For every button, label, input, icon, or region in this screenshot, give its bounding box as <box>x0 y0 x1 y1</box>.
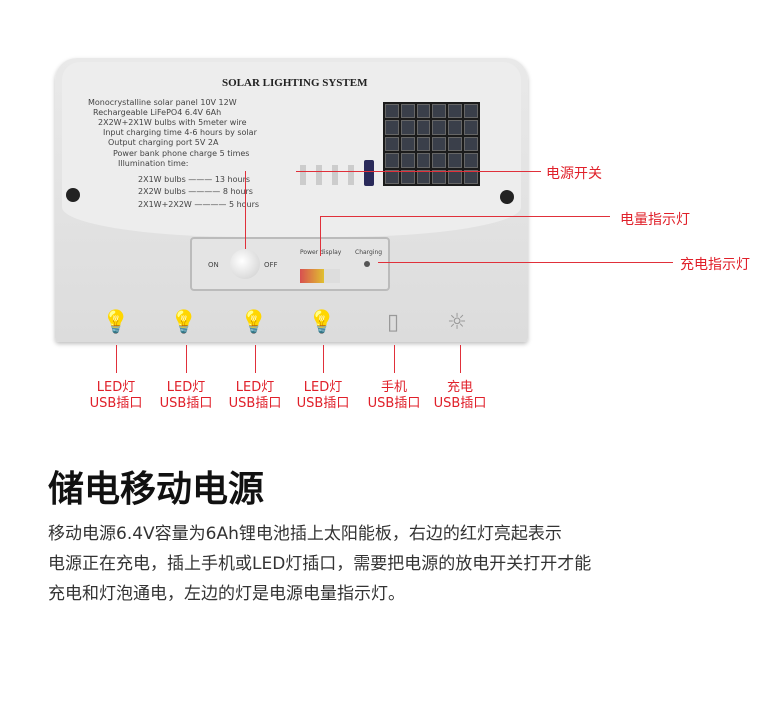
illum-time: 5 hours <box>228 200 260 209</box>
bulb-icon: 💡 <box>308 310 336 335</box>
spec-line: 2X2W+2X1W bulbs with 5meter wire <box>98 118 247 127</box>
solar-cell <box>400 136 415 152</box>
bulb-icon: 💡 <box>240 310 268 335</box>
section-heading: 储电移动电源 <box>48 469 265 510</box>
spec-line: Illumination time: <box>118 159 189 168</box>
battery-level-indicator <box>300 269 340 283</box>
solar-cell <box>432 169 447 184</box>
solar-cell <box>385 136 399 152</box>
illum-mode: 2X1W+2X2W <box>138 200 192 209</box>
charging-label: Charging <box>355 249 383 256</box>
bulb-icon: 💡 <box>102 310 130 335</box>
solar-cell <box>416 136 431 152</box>
device-title: SOLAR LIGHTING SYSTEM <box>222 77 368 89</box>
spec-line: Output charging port 5V 2A <box>108 138 219 147</box>
solar-cell <box>385 104 399 119</box>
solar-cell <box>416 120 431 135</box>
switch-off-label: OFF <box>264 261 278 269</box>
solar-cell <box>416 153 431 168</box>
spec-line: Monocrystalline solar panel 10V 12W <box>88 98 237 107</box>
solar-cell <box>464 153 478 168</box>
illum-time: 8 hours <box>222 187 253 196</box>
solar-cell <box>416 169 431 184</box>
solar-cell <box>400 153 415 168</box>
solar-cell <box>448 120 463 135</box>
callout-power-indicator: 电量指示灯 <box>620 212 690 228</box>
callout-charging-indicator: 充电指示灯 <box>680 257 750 273</box>
solar-cell <box>432 136 447 152</box>
solar-cell <box>400 169 415 184</box>
control-panel: ON OFF Power display Charging <box>190 237 390 291</box>
solar-cell <box>432 153 447 168</box>
bulb-icon: 💡 <box>170 310 198 335</box>
solar-cell <box>464 104 478 119</box>
solar-cell <box>416 104 431 119</box>
power-switch[interactable] <box>230 249 260 279</box>
callout-power-switch: 电源开关 <box>546 166 602 182</box>
phone-icon: ▯ <box>386 310 400 335</box>
solar-cell <box>448 104 463 119</box>
spec-line: Input charging time 4-6 hours by solar <box>103 128 257 137</box>
solar-panel-icon <box>383 102 480 186</box>
mount-hole-icon <box>66 188 80 202</box>
illum-mode: 2X2W bulbs <box>138 187 186 196</box>
solar-cell <box>464 136 478 152</box>
solar-cell <box>432 120 447 135</box>
solar-cell <box>385 120 399 135</box>
solar-cell <box>400 120 415 135</box>
paragraph-line: 电源正在充电，插上手机或LED灯插口，需要把电源的放电开关打开才能 <box>48 554 592 574</box>
sun-icon: ☼ <box>447 310 467 335</box>
paragraph-line: 充电和灯泡通电，左边的灯是电源电量指示灯。 <box>48 584 405 604</box>
illum-time: 13 hours <box>214 175 251 184</box>
solar-cell <box>448 153 463 168</box>
phone-illustration-icon <box>364 160 374 186</box>
switch-on-label: ON <box>208 261 219 269</box>
bulbs-illustration-icon <box>300 165 360 185</box>
mount-hole-icon <box>500 190 514 204</box>
solar-cell <box>448 136 463 152</box>
solar-cell <box>464 120 478 135</box>
solar-cell <box>400 104 415 119</box>
solar-cell <box>448 169 463 184</box>
spec-line: Rechargeable LiFePO4 6.4V 6Ah <box>93 108 222 117</box>
solar-cell <box>464 169 478 184</box>
paragraph-line: 移动电源6.4V容量为6Ah锂电池插上太阳能板，右边的红灯亮起表示 <box>48 524 562 544</box>
illum-mode: 2X1W bulbs <box>138 175 186 184</box>
solar-cell <box>432 104 447 119</box>
spec-line: Power bank phone charge 5 times <box>113 149 250 158</box>
charging-led-icon <box>364 261 370 267</box>
solar-cell <box>385 153 399 168</box>
solar-cell <box>385 169 399 184</box>
